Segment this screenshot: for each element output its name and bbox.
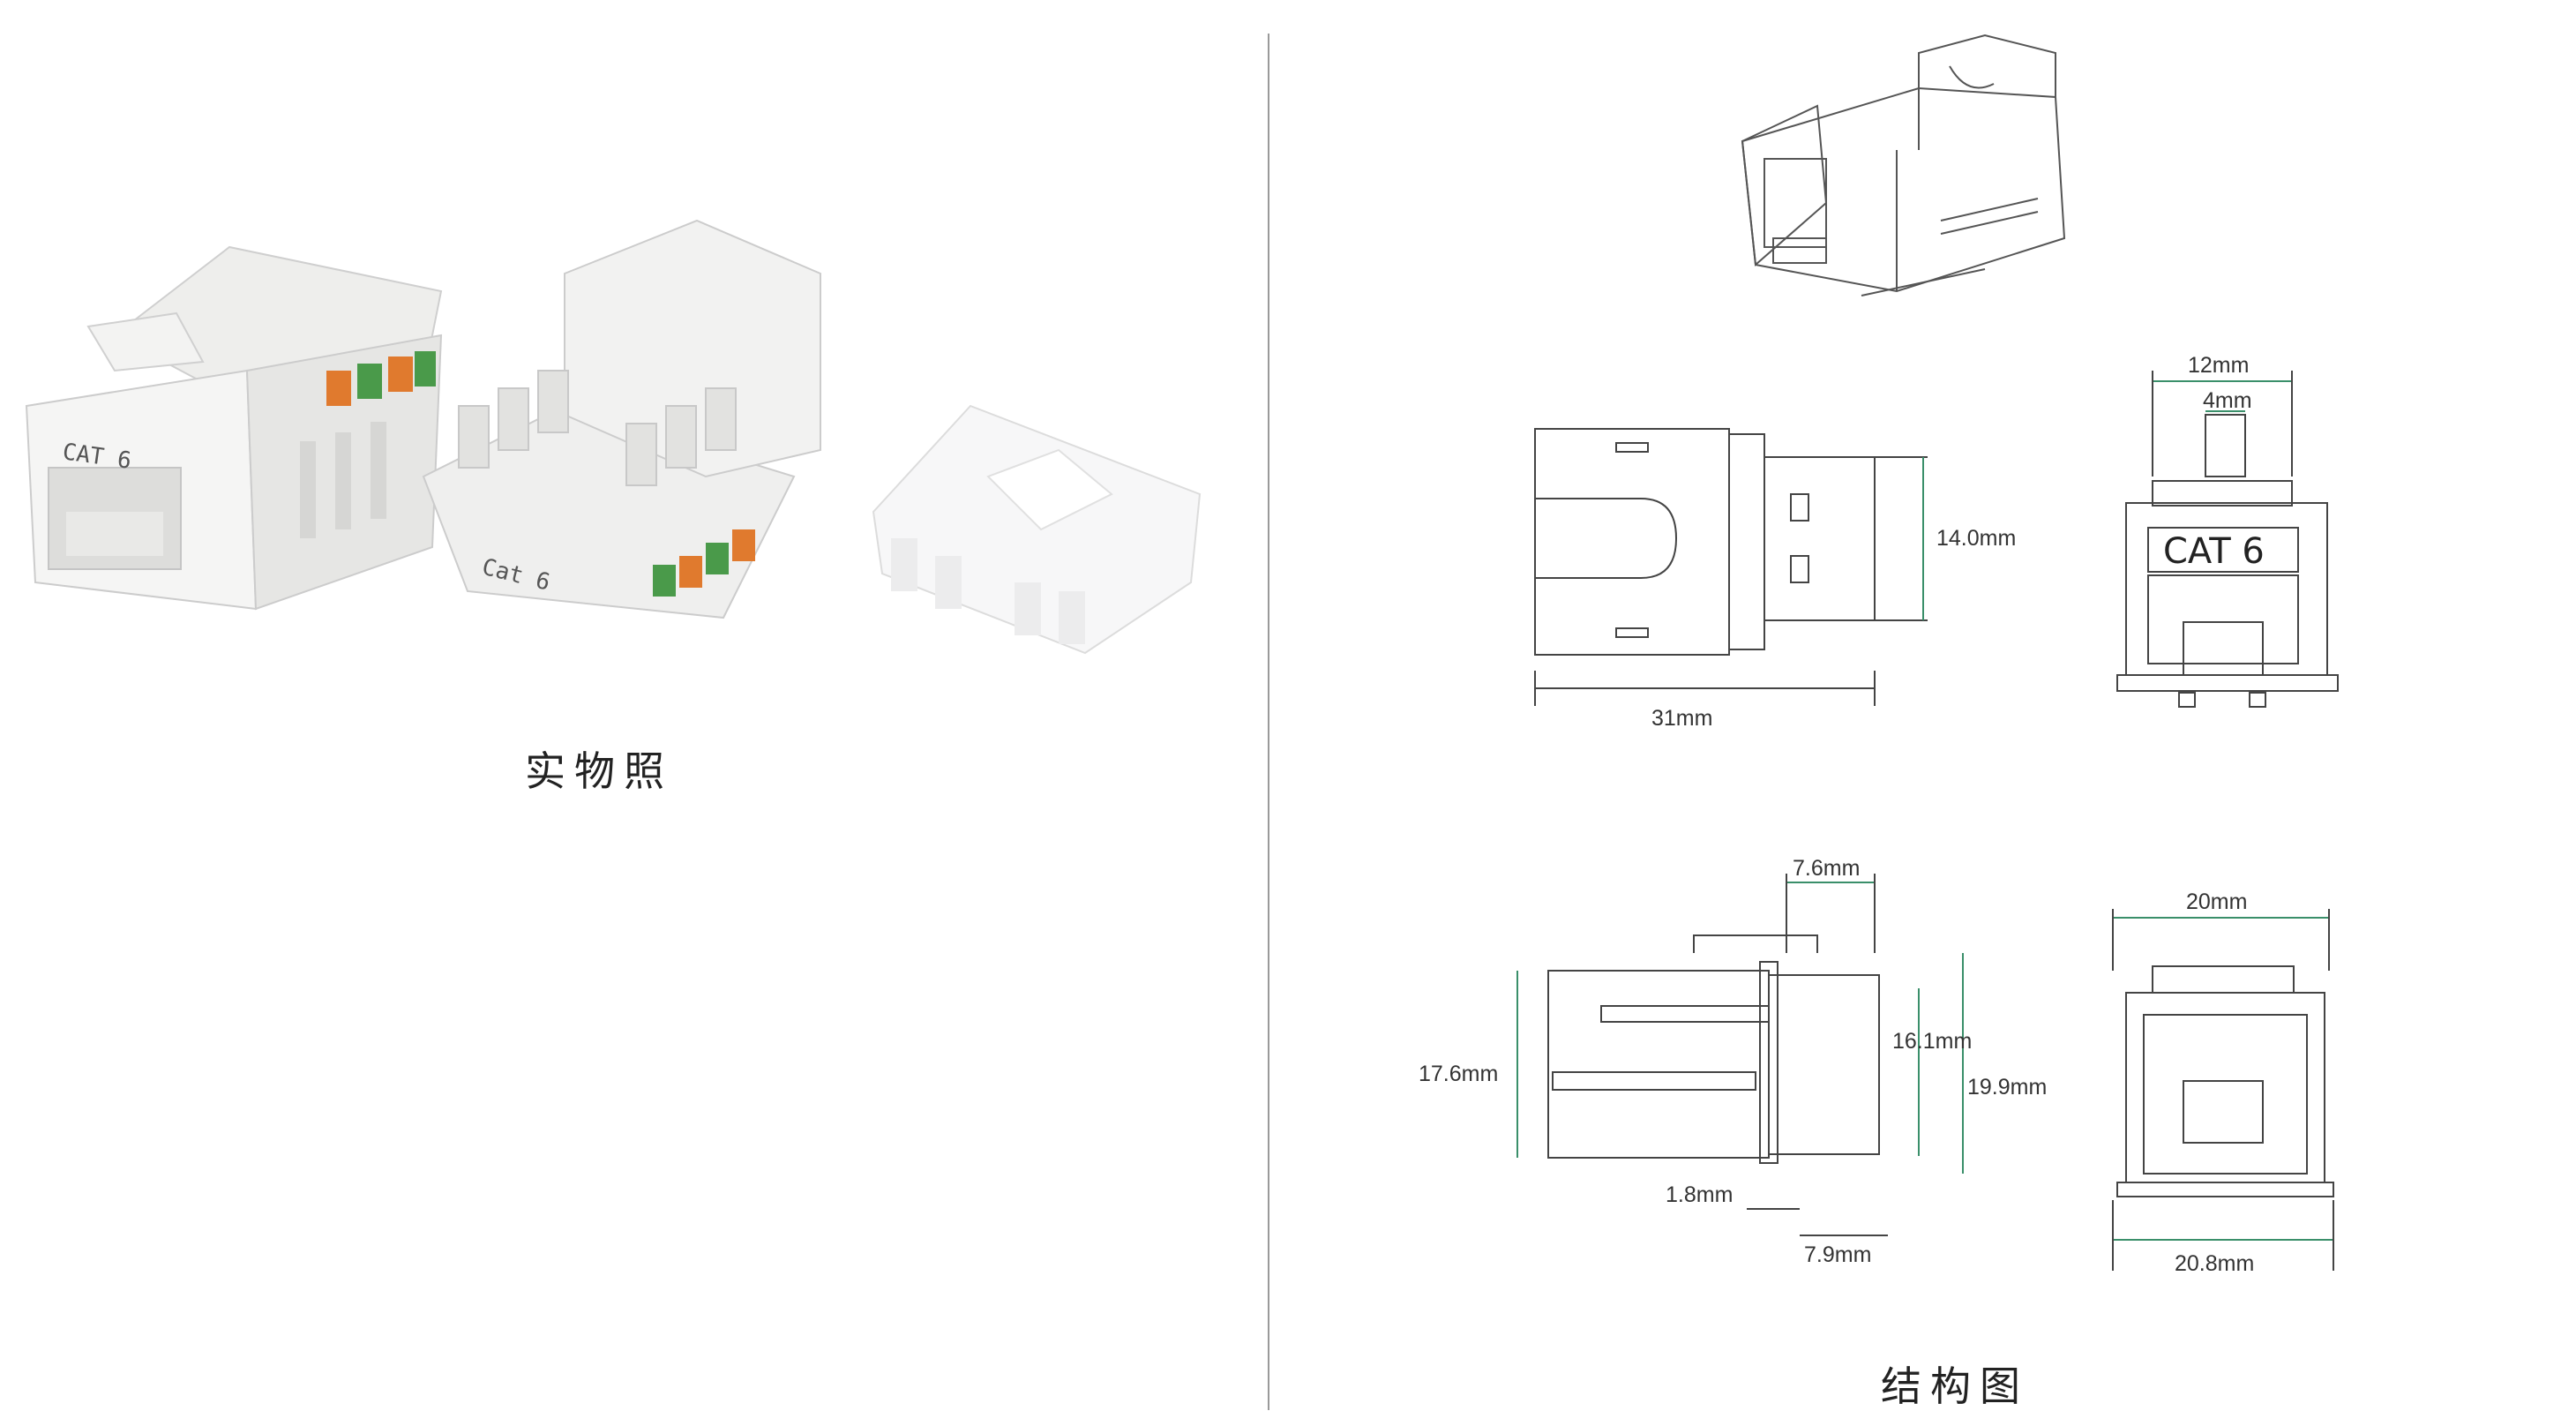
dim-width-12: 12mm bbox=[2188, 353, 2249, 378]
jack-photo-front: CAT 6 bbox=[25, 245, 443, 611]
jack-photo-open: Cat 6 bbox=[422, 219, 821, 619]
side-view-drawing bbox=[1534, 428, 1928, 706]
profile-view-drawing bbox=[1516, 874, 1964, 1236]
dim-bottom-7-9: 7.9mm bbox=[1804, 1242, 1871, 1267]
dim-height-14: 14.0mm bbox=[1936, 526, 2016, 551]
dim-height-17-6: 17.6mm bbox=[1419, 1062, 1498, 1086]
dim-width-31: 31mm bbox=[1651, 706, 1712, 731]
dim-width-4: 4mm bbox=[2203, 388, 2252, 413]
photo-caption: 实物照 bbox=[525, 747, 673, 795]
structure-caption: 结构图 bbox=[1881, 1362, 2029, 1410]
panel-divider bbox=[1268, 34, 1269, 1410]
isometric-drawing bbox=[1741, 34, 2066, 296]
dim-width-20: 20mm bbox=[2186, 889, 2247, 914]
dim-height-16-1: 16.1mm bbox=[1892, 1029, 1972, 1054]
dust-cap-photo bbox=[872, 404, 1202, 655]
dim-width-20-8: 20.8mm bbox=[2175, 1251, 2254, 1276]
dim-top-7-6: 7.6mm bbox=[1793, 856, 1860, 881]
front-cat6-label: CAT 6 bbox=[2163, 531, 2265, 572]
dim-height-19-9: 19.9mm bbox=[1967, 1075, 2047, 1100]
front-view-drawing bbox=[2116, 371, 2339, 708]
back-view-drawing bbox=[2112, 909, 2334, 1271]
dim-lip-1-8: 1.8mm bbox=[1666, 1182, 1733, 1207]
